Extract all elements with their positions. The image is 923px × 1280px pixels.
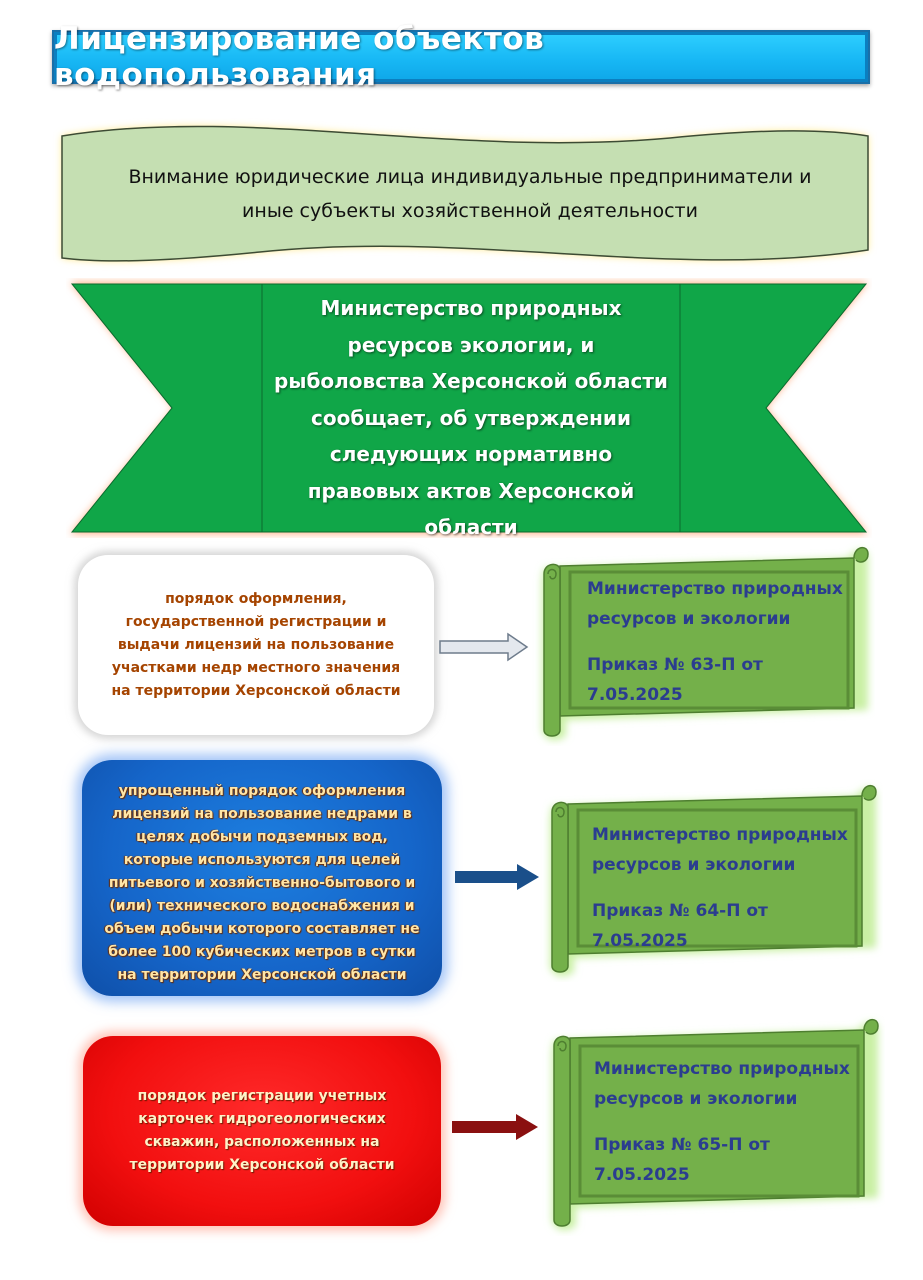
ribbon-text: Министерство природных ресурсов экологии…: [271, 290, 671, 546]
description-text: порядок оформления, государственной реги…: [111, 590, 401, 699]
ribbon-line: области: [424, 515, 518, 539]
description-text: упрощенный порядок оформления лицензий н…: [104, 782, 420, 983]
scroll-shape: [549, 784, 877, 977]
description-box-1: порядок оформления, государственной реги…: [78, 555, 434, 735]
ribbon-line: ресурсов экологии, и: [347, 332, 595, 357]
ribbon-line: Министерство природных: [320, 296, 622, 320]
arrow-right-icon: [455, 864, 539, 890]
ministry-ribbon: Министерство природных ресурсов экологии…: [66, 278, 872, 539]
description-box-3: порядок регистрации учетных карточек гид…: [83, 1036, 441, 1226]
ministry-name: Министерство природных ресурсов и эколог…: [594, 1059, 850, 1109]
order-scroll-1: Министерство природных ресурсов и эколог…: [530, 540, 875, 746]
wave-shape: [61, 125, 869, 262]
ribbon-line: рыболовства Херсонской области: [274, 369, 668, 393]
description-box-2: упрощенный порядок оформления лицензий н…: [82, 760, 442, 996]
title-banner: Лицензирование объектов водопользования: [52, 21, 870, 93]
arrow-right-icon: [452, 1114, 538, 1140]
page-title: Лицензирование объектов водопользования: [54, 21, 545, 93]
scroll-shape: [541, 546, 869, 741]
description-text: порядок регистрации учетных карточек гид…: [129, 1088, 395, 1173]
notice-line-1: Внимание юридические лица индивидуальные…: [128, 166, 812, 188]
order-scroll-2: Министерство природных ресурсов и эколог…: [538, 776, 883, 982]
order-number: Приказ № 64-П от 7.05.2025: [592, 901, 768, 951]
scroll-shape: [551, 1018, 879, 1231]
notice-line-2: иные субъекты хозяйственной деятельности: [242, 200, 698, 222]
notice-text: Внимание юридические лица индивидуальные…: [80, 160, 860, 228]
scroll-text-1: Министерство природных ресурсов и эколог…: [587, 574, 857, 710]
scroll-text-2: Министерство природных ресурсов и эколог…: [592, 820, 867, 956]
ministry-name: Министерство природных ресурсов и эколог…: [592, 825, 848, 875]
ribbon-shape: [70, 282, 868, 534]
ribbon-line: сообщает, об утверждении: [311, 405, 631, 430]
ribbon-line: правовых актов Херсонской: [307, 478, 635, 503]
ribbon-line: следующих нормативно: [329, 442, 613, 466]
order-number: Приказ № 63-П от 7.05.2025: [587, 655, 763, 705]
arrow-right-icon: [439, 632, 529, 662]
order-scroll-3: Министерство природных ресурсов и эколог…: [540, 1010, 885, 1236]
scroll-text-3: Министерство природных ресурсов и эколог…: [594, 1054, 869, 1190]
order-number: Приказ № 65-П от 7.05.2025: [594, 1135, 770, 1185]
ministry-name: Министерство природных ресурсов и эколог…: [587, 579, 843, 629]
notice-banner: Внимание юридические лица индивидуальные…: [50, 118, 880, 278]
